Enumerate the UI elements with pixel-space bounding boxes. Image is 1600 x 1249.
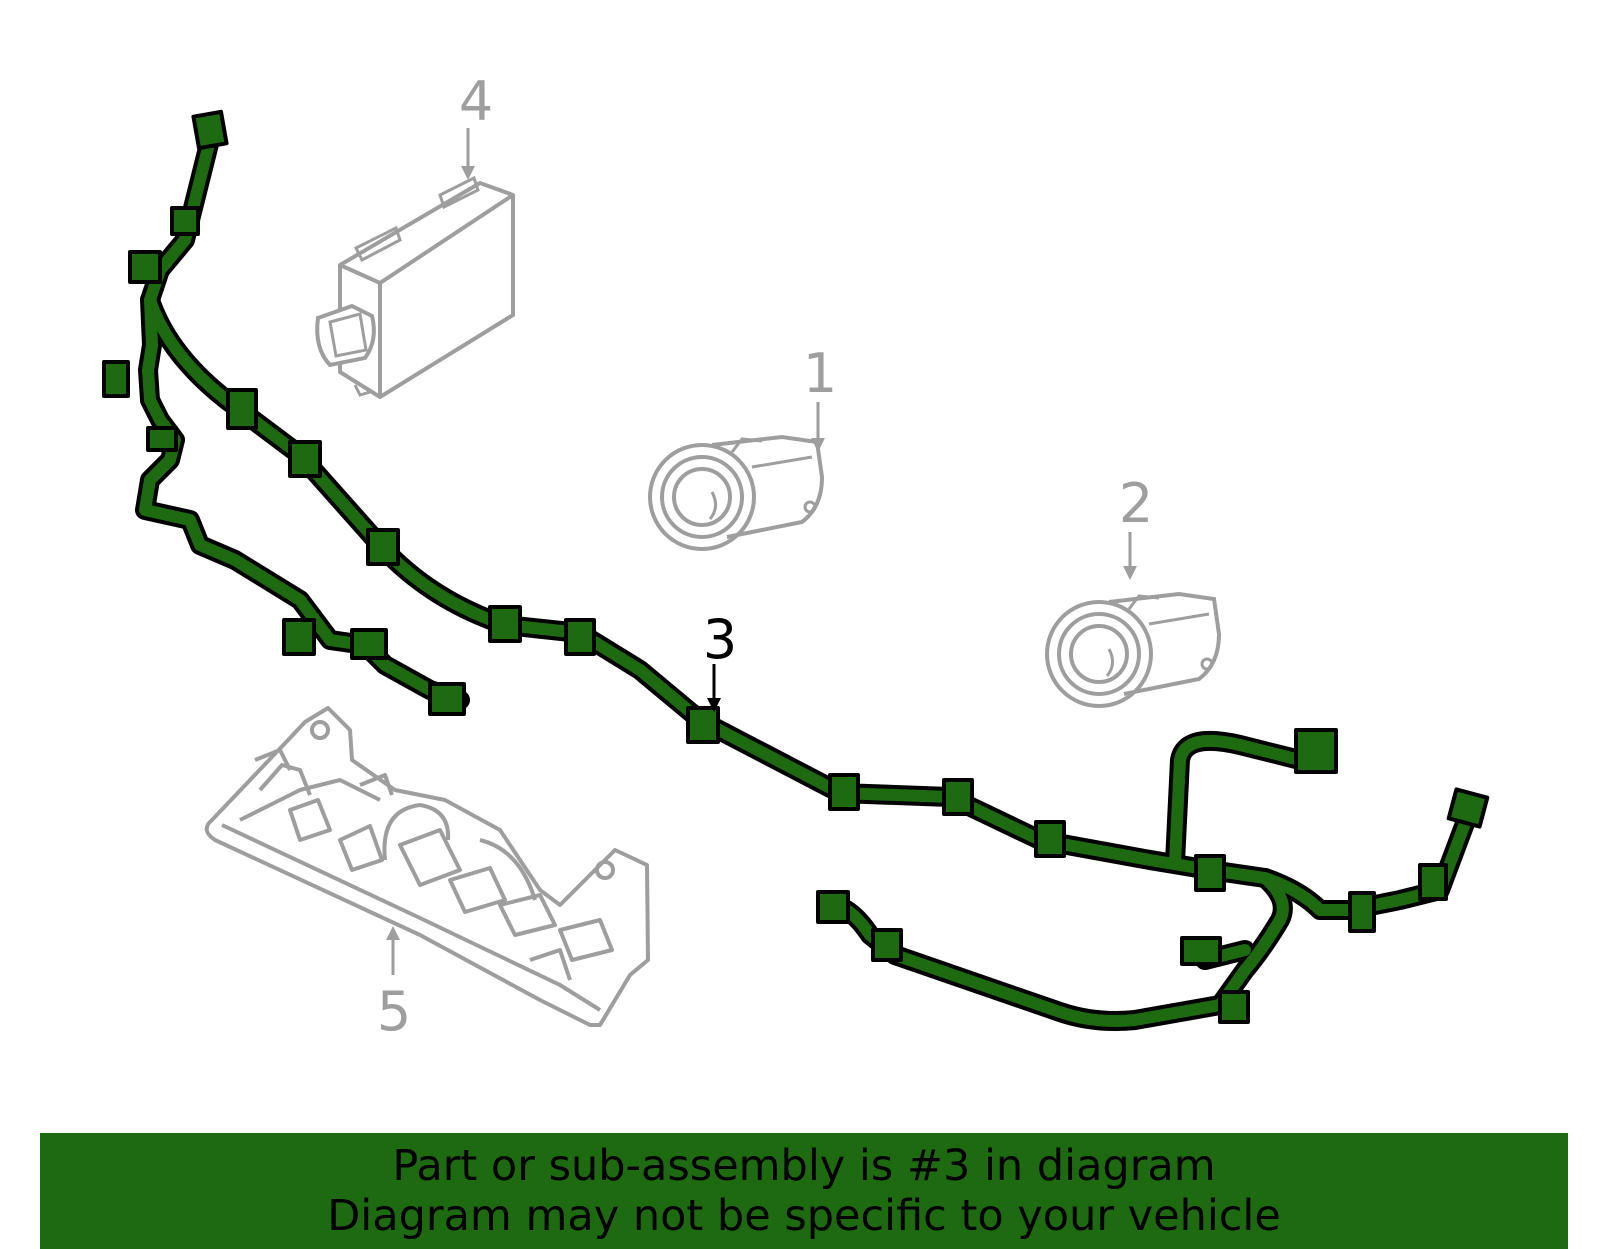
callout-label-1: 1 — [803, 342, 837, 405]
callout-arrows — [386, 128, 1137, 975]
banner-line-part-number: Part or sub-assembly is #3 in diagram — [392, 1141, 1216, 1191]
control-module-part-4 — [315, 175, 515, 399]
wiring-harness-part-3 — [102, 109, 1490, 1031]
callout-label-5: 5 — [377, 980, 411, 1043]
parking-sensor-part-2 — [1045, 592, 1221, 708]
parking-sensor-part-1 — [648, 435, 824, 551]
callout-label-3: 3 — [703, 608, 737, 671]
callout-label-4: 4 — [459, 70, 493, 133]
notice-banner: Part or sub-assembly is #3 in diagram Di… — [40, 1133, 1568, 1249]
sensor-bracket-part-5 — [204, 706, 650, 1027]
banner-line-disclaimer: Diagram may not be specific to your vehi… — [327, 1191, 1281, 1241]
callout-label-2: 2 — [1119, 472, 1153, 535]
